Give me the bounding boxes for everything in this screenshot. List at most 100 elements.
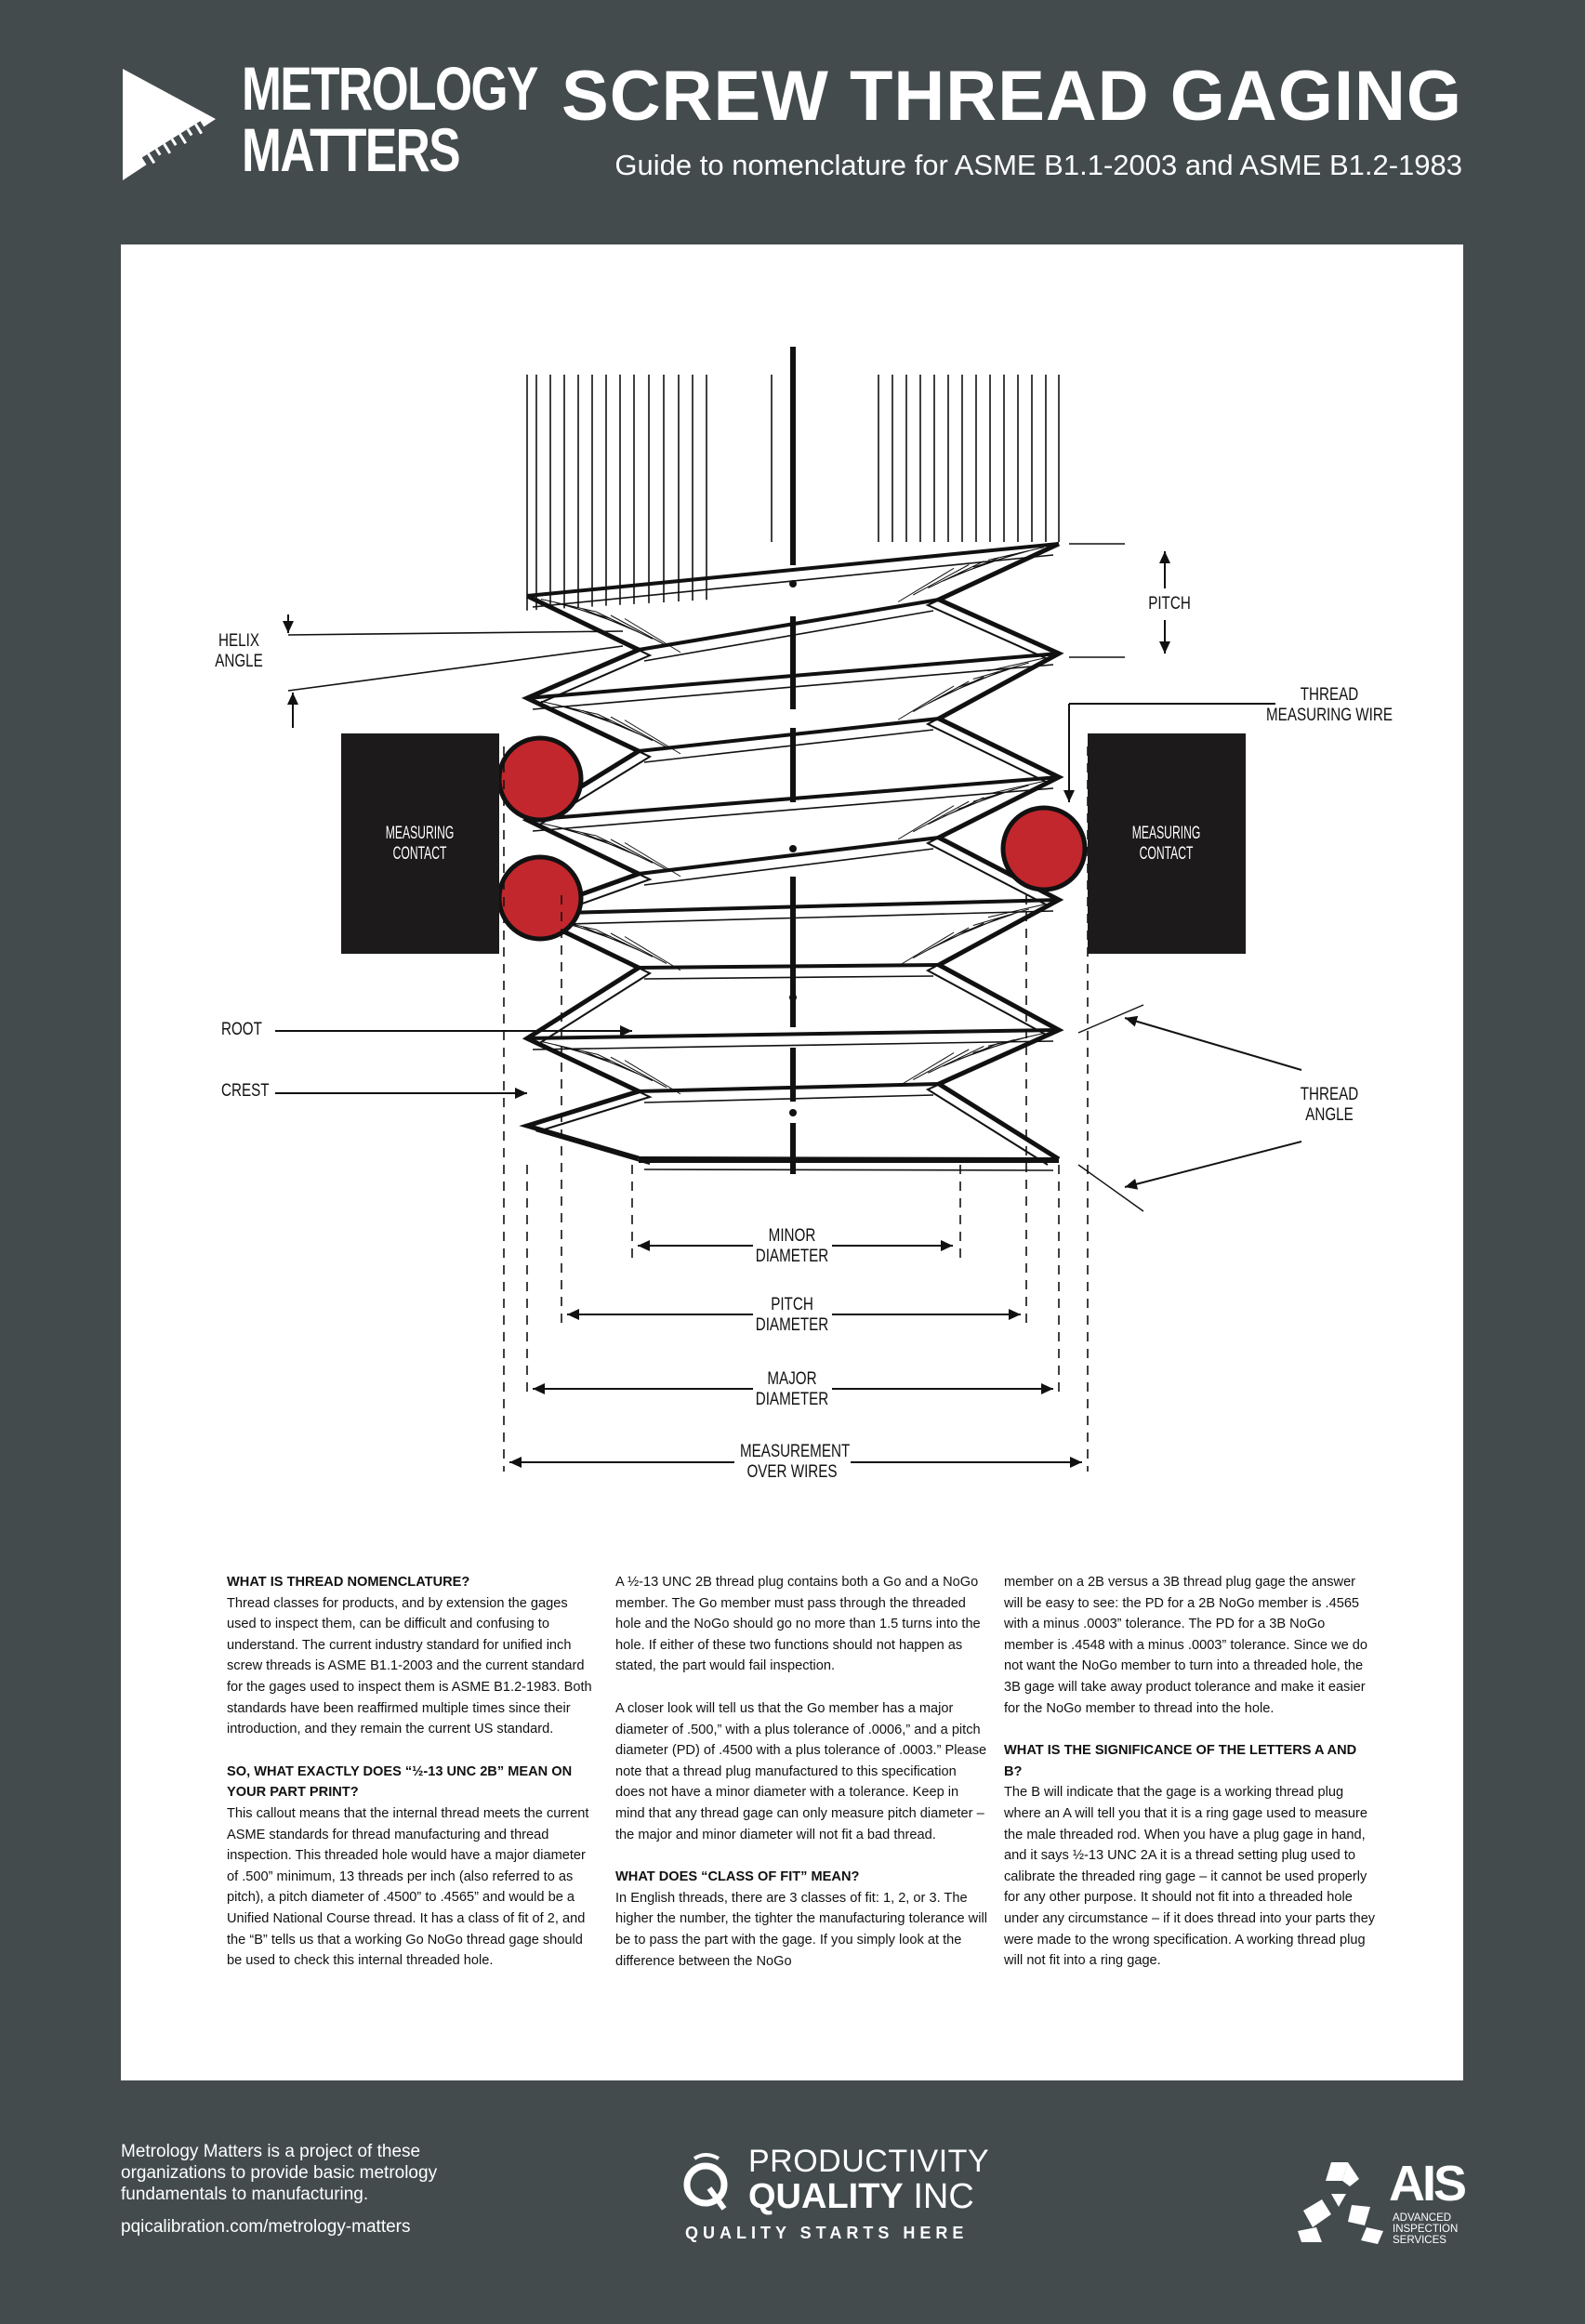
flank-hatch-right <box>913 1049 970 1080</box>
flank-hatch-right <box>913 680 970 712</box>
flank-hatch-right <box>897 567 955 602</box>
helix-band <box>638 836 940 876</box>
flank-hatch-right <box>987 904 1044 918</box>
label-crest: CREST <box>221 1081 270 1101</box>
flank-hatch-right <box>943 557 999 582</box>
ais-line-1: ADVANCED <box>1393 2212 1452 2224</box>
helix-band-inner <box>643 729 934 763</box>
section-heading: SO, WHAT EXACTLY DOES “½-13 UNC 2B” MEAN… <box>227 1763 573 1801</box>
helix-band <box>526 542 1060 598</box>
label-thread-measuring-wire-2: MEASURING WIRE <box>1266 706 1393 725</box>
flank-hatch-right <box>928 797 984 825</box>
flank-hatch-right <box>928 676 984 705</box>
pqi-tagline: QUALITY STARTS HERE <box>685 2224 969 2242</box>
flank-hatch-left <box>624 720 681 755</box>
label-pitch-diameter-2: DIAMETER <box>755 1315 829 1335</box>
flank-hatch-right <box>897 931 955 967</box>
section-text: Thread classes for products, and by exte… <box>227 1595 592 1737</box>
label-minor-diameter: MINOR DIAMETER <box>755 1226 829 1267</box>
thread-angle-tick-top <box>1077 1004 1144 1034</box>
flank-hatch-left <box>624 1060 681 1095</box>
helix-band-inner <box>643 975 934 980</box>
flank-hatch-right <box>897 685 955 720</box>
label-thread-measuring-wire: THREAD MEASURING WIRE <box>1255 685 1404 726</box>
helix-band <box>526 1028 1060 1040</box>
thread-angle-arrow-top <box>1124 1017 1302 1071</box>
label-measurement-over-wires-1: MEASUREMENT <box>740 1442 851 1461</box>
flank-hatch-left <box>610 932 667 964</box>
label-helix-angle-2: ANGLE <box>215 652 263 671</box>
page-subtitle: Guide to nomenclature for ASME B1.1-2003… <box>614 149 1462 181</box>
brand-name: METROLOGY MATTERS <box>242 54 538 184</box>
footer-description: Metrology Matters is a project of these … <box>121 2142 438 2204</box>
flank-hatch-left <box>624 936 681 971</box>
label-measurement-over-wires-2: OVER WIRES <box>746 1462 838 1482</box>
brand-line-1: METROLOGY <box>242 54 538 123</box>
label-measuring-contact-right-1: MEASURING <box>1132 823 1201 843</box>
flank-hatch-right <box>928 922 984 951</box>
pqi-line-2-rest: INC <box>903 2177 974 2216</box>
center-axis-dot <box>789 580 797 588</box>
helix-band-inner <box>643 848 934 886</box>
flank-hatch-right <box>897 1052 955 1088</box>
page-title: SCREW THREAD GAGING <box>561 57 1462 136</box>
flank-hatch-right <box>972 662 1029 680</box>
helix-angle-line-top <box>287 630 624 636</box>
root-arrow-head <box>620 1025 632 1037</box>
flank-hatch-right <box>928 1046 984 1074</box>
article-column-1: WHAT IS THREAD NOMENCLATURE? Thread clas… <box>227 1572 599 1993</box>
thread-angle-tick-bottom <box>1077 1164 1144 1212</box>
helix-band <box>638 717 940 753</box>
label-major-diameter-2: DIAMETER <box>755 1390 829 1409</box>
flank-hatch-left <box>610 838 667 870</box>
thread-diagram-svg <box>275 347 1302 1472</box>
ais-tri-icon <box>1298 2162 1383 2244</box>
thread-angle-arrow-bottom-head <box>1125 1178 1139 1190</box>
ais-abbr: AIS <box>1389 2156 1467 2212</box>
flank-hatch-left <box>582 926 640 951</box>
label-pitch: PITCH <box>1148 594 1191 614</box>
flank-hatch-right <box>928 561 984 588</box>
ais-line-3: SERVICES <box>1393 2235 1446 2246</box>
label-root: ROOT <box>221 1020 262 1039</box>
label-measuring-contact-right-2: CONTACT <box>1140 843 1194 864</box>
major-diameter-arrow-right-head <box>1041 1383 1053 1394</box>
label-major-diameter-1: MAJOR <box>767 1369 817 1389</box>
label-measurement-over-wires: MEASUREMENT OVER WIRES <box>740 1442 851 1483</box>
section-text: member on a 2B versus a 3B thread plug g… <box>1004 1575 1367 1716</box>
flank-hatch-right <box>987 657 1044 672</box>
center-axis-dot <box>789 1109 797 1116</box>
section-heading: WHAT IS THE SIGNIFICANCE OF THE LETTERS … <box>1004 1743 1357 1779</box>
flank-hatch-right <box>897 805 955 840</box>
helix-angle-arrow-up-head <box>287 693 298 705</box>
flank-hatch-left <box>610 716 667 748</box>
pqi-q-icon <box>683 2153 728 2211</box>
thread-angle-arrow-bottom <box>1124 1141 1302 1188</box>
label-helix-angle-1: HELIX <box>218 631 259 651</box>
label-helix-angle: HELIX ANGLE <box>213 631 265 672</box>
major-diameter-arrow-left-head <box>533 1383 545 1394</box>
label-thread-angle-2: ANGLE <box>1305 1105 1354 1125</box>
brand-line-2: MATTERS <box>242 115 461 184</box>
section-text: The B will indicate that the gage is a w… <box>1004 1785 1376 1969</box>
section-text: A ½-13 UNC 2B thread plug contains both … <box>615 1575 981 1674</box>
label-pitch-diameter-1: PITCH <box>771 1295 813 1314</box>
helix-angle-arrow-down-head <box>283 621 294 633</box>
over-wires-arrow-left-head <box>509 1457 522 1468</box>
metrology-matters-logo: METROLOGY MATTERS <box>119 58 538 188</box>
helix-band-inner <box>643 610 934 662</box>
flank-hatch-left <box>596 612 654 640</box>
pitch-diameter-arrow-left-head <box>567 1309 579 1320</box>
section-text: In English threads, there are 3 classes … <box>615 1890 987 1969</box>
wire-leader-arrow-head <box>1063 790 1075 802</box>
footer-url-link[interactable]: pqicalibration.com/metrology-matters <box>121 2217 411 2237</box>
measuring-wire-left-top <box>496 735 584 823</box>
label-measuring-contact-left-2: CONTACT <box>393 843 447 864</box>
thread-angle-arrow-top-head <box>1125 1015 1139 1027</box>
pqi-logo: PRODUCTIVITY QUALITY INC QUALITY STARTS … <box>681 2144 1016 2246</box>
pqi-line-1: PRODUCTIVITY <box>748 2144 990 2179</box>
pitch-arrow-up-head <box>1159 551 1170 563</box>
flank-hatch-right <box>913 800 970 833</box>
